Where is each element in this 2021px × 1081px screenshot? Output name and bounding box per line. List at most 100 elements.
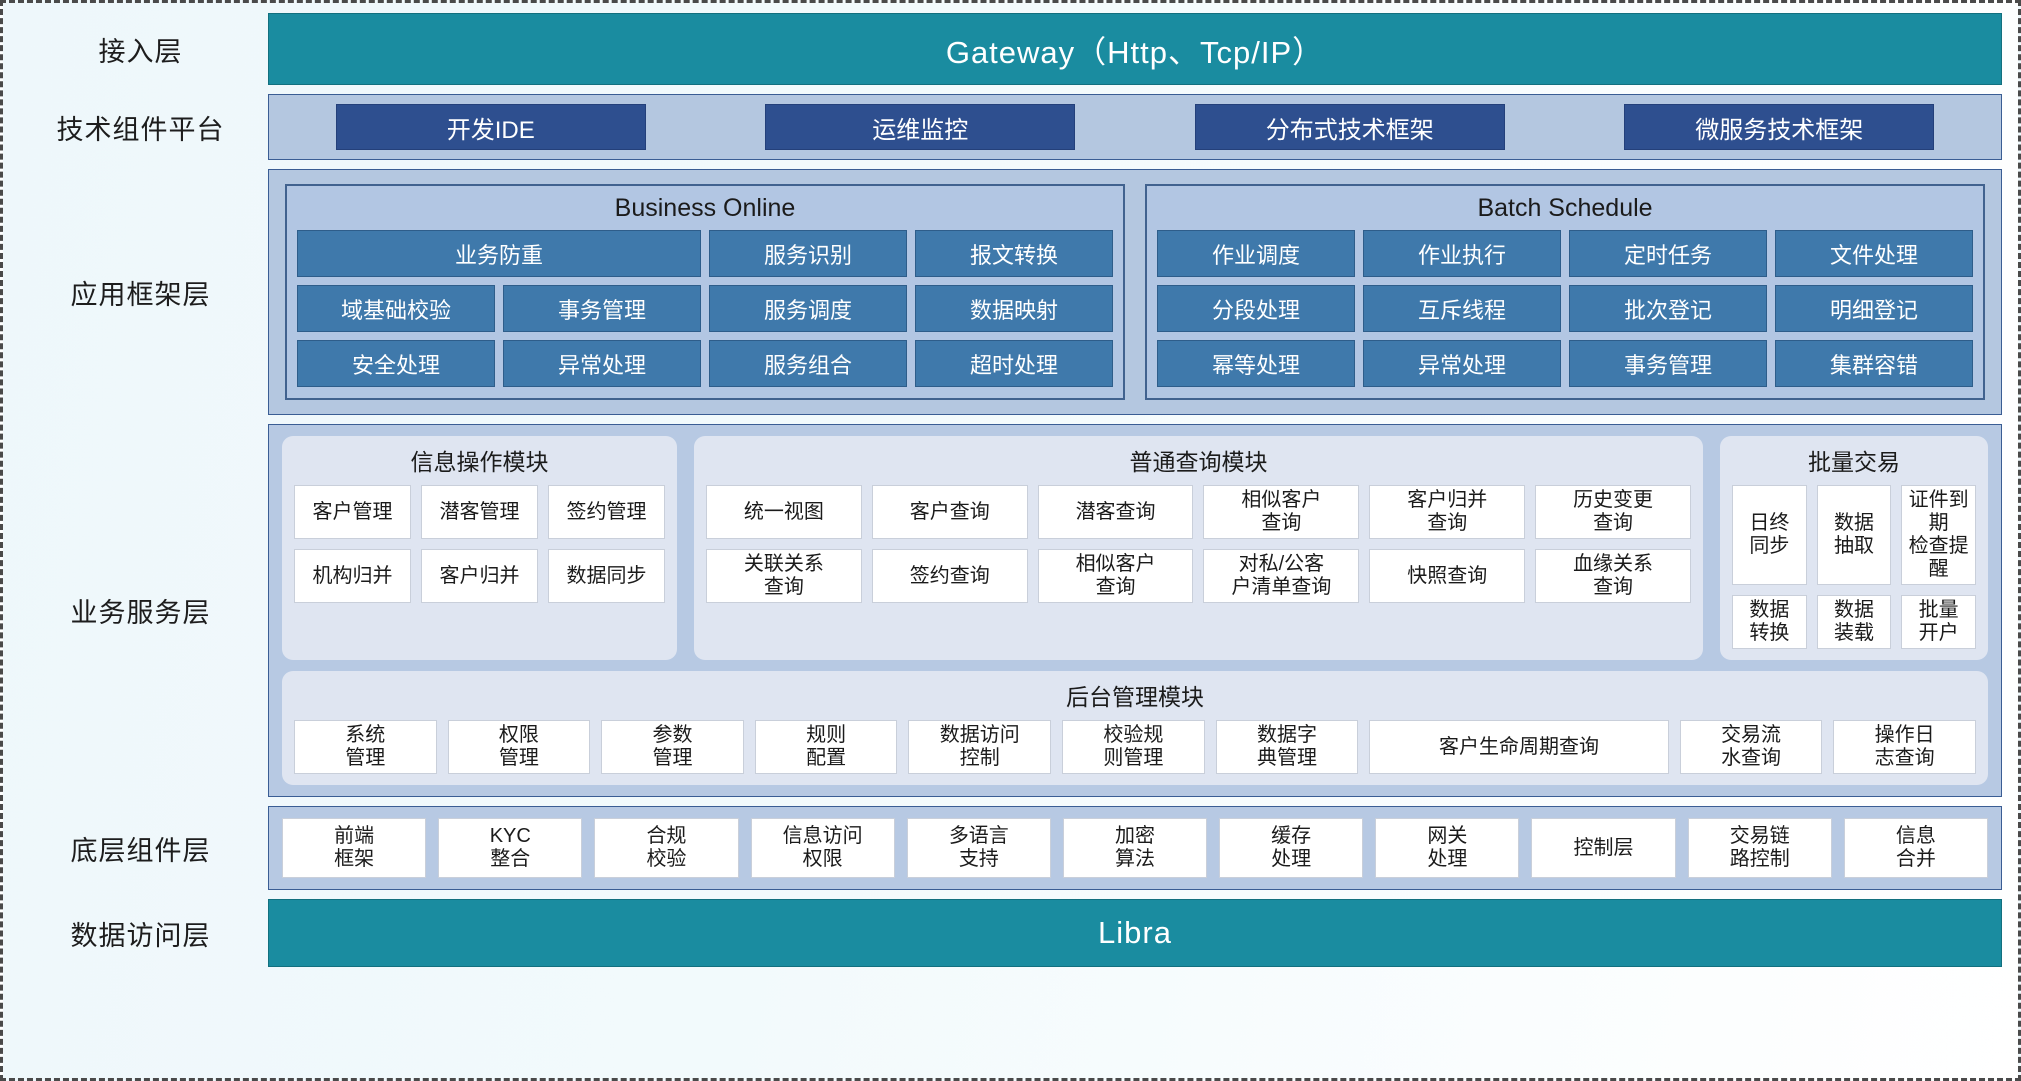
cell-bs-4[interactable]: 分段处理 bbox=[1157, 285, 1355, 332]
cell-base-0[interactable]: 前端框架 bbox=[282, 818, 427, 878]
cell-bo-1[interactable]: 服务识别 bbox=[709, 230, 907, 277]
layer-label-base-component: 底层组件层 bbox=[70, 835, 211, 866]
cell-base-2[interactable]: 合规校验 bbox=[594, 818, 739, 878]
cell-query-6[interactable]: 关联关系查询 bbox=[706, 549, 862, 603]
cell-base-9[interactable]: 交易链路控制 bbox=[1687, 818, 1832, 878]
cell-info-2[interactable]: 签约管理 bbox=[548, 485, 665, 539]
cell-bo-2[interactable]: 报文转换 bbox=[915, 230, 1113, 277]
layer-row-app-framework: 应用框架层 Business Online 业务防重 服务识别 报文转换 域基础… bbox=[13, 169, 2002, 415]
cell-base-6[interactable]: 缓存处理 bbox=[1219, 818, 1364, 878]
layer-body-app-framework: Business Online 业务防重 服务识别 报文转换 域基础校验 事务管… bbox=[268, 169, 2002, 415]
cell-batch-5[interactable]: 批量开户 bbox=[1901, 595, 1976, 649]
cell-admin-5[interactable]: 校验规则管理 bbox=[1062, 720, 1205, 774]
cell-admin-9[interactable]: 操作日志查询 bbox=[1833, 720, 1976, 774]
business-service-band: 信息操作模块 客户管理 潜客管理 签约管理 机构归并 客户归并 数据同步 普通查… bbox=[268, 424, 2002, 797]
cell-bs-7[interactable]: 明细登记 bbox=[1775, 285, 1973, 332]
cell-bo-8[interactable]: 异常处理 bbox=[503, 340, 701, 387]
cell-base-8[interactable]: 控制层 bbox=[1531, 818, 1676, 878]
cell-query-8[interactable]: 相似客户查询 bbox=[1037, 549, 1194, 603]
cell-info-5[interactable]: 数据同步 bbox=[548, 549, 665, 603]
cell-base-3[interactable]: 信息访问权限 bbox=[750, 818, 895, 878]
cell-batch-2[interactable]: 证件到期检查提醒 bbox=[1901, 485, 1976, 585]
cell-info-1[interactable]: 潜客管理 bbox=[421, 485, 538, 539]
tech-chip-ide[interactable]: 开发IDE bbox=[335, 104, 646, 150]
cell-bs-3[interactable]: 文件处理 bbox=[1775, 230, 1973, 277]
cell-admin-0[interactable]: 系统管理 bbox=[294, 720, 437, 774]
cell-bo-10[interactable]: 超时处理 bbox=[915, 340, 1113, 387]
module-info-operation: 信息操作模块 客户管理 潜客管理 签约管理 机构归并 客户归并 数据同步 bbox=[282, 436, 677, 660]
cell-info-4[interactable]: 客户归并 bbox=[421, 549, 538, 603]
cell-base-4[interactable]: 多语言支持 bbox=[906, 818, 1051, 878]
tech-chip-distributed-framework[interactable]: 分布式技术框架 bbox=[1194, 104, 1505, 150]
cell-bs-11[interactable]: 集群容错 bbox=[1775, 340, 1973, 387]
cell-admin-4[interactable]: 数据访问控制 bbox=[908, 720, 1052, 774]
gateway-bar[interactable]: Gateway（Http、Tcp/IP） bbox=[268, 13, 2002, 85]
grid-common-query: 统一视图 客户查询 潜客查询 相似客户查询 客户归并查询 历史变更查询 关联关系… bbox=[706, 485, 1691, 603]
layer-row-access: 接入层 Gateway（Http、Tcp/IP） bbox=[13, 13, 2002, 85]
cell-bs-8[interactable]: 幂等处理 bbox=[1157, 340, 1355, 387]
cell-query-2[interactable]: 潜客查询 bbox=[1037, 485, 1194, 539]
cell-bo-4[interactable]: 事务管理 bbox=[503, 285, 701, 332]
cell-bs-10[interactable]: 事务管理 bbox=[1569, 340, 1767, 387]
cell-query-7[interactable]: 签约查询 bbox=[871, 549, 1028, 603]
cell-query-3[interactable]: 相似客户查询 bbox=[1203, 485, 1360, 539]
cell-bo-6[interactable]: 数据映射 bbox=[915, 285, 1113, 332]
grid-info-operation: 客户管理 潜客管理 签约管理 机构归并 客户归并 数据同步 bbox=[294, 485, 665, 603]
cell-admin-6[interactable]: 数据字典管理 bbox=[1215, 720, 1359, 774]
layer-row-data-access: 数据访问层 Libra bbox=[13, 899, 2002, 967]
cell-base-7[interactable]: 网关处理 bbox=[1375, 818, 1520, 878]
tech-chip-microservice-framework[interactable]: 微服务技术框架 bbox=[1624, 104, 1935, 150]
cell-admin-2[interactable]: 参数管理 bbox=[601, 720, 744, 774]
cell-query-9[interactable]: 对私/公客户清单查询 bbox=[1203, 549, 1360, 603]
grid-batch-schedule: 作业调度 作业执行 定时任务 文件处理 分段处理 互斥线程 批次登记 明细登记 … bbox=[1157, 230, 1973, 387]
cell-query-1[interactable]: 客户查询 bbox=[871, 485, 1028, 539]
layer-label-tech-platform: 技术组件平台 bbox=[56, 114, 225, 145]
cell-admin-8[interactable]: 交易流水查询 bbox=[1679, 720, 1823, 774]
cell-bs-0[interactable]: 作业调度 bbox=[1157, 230, 1355, 277]
cell-query-11[interactable]: 血缘关系查询 bbox=[1535, 549, 1691, 603]
cell-base-10[interactable]: 信息合并 bbox=[1843, 818, 1988, 878]
cell-bo-5[interactable]: 服务调度 bbox=[709, 285, 907, 332]
cell-batch-0[interactable]: 日终同步 bbox=[1732, 485, 1807, 585]
panel-business-online: Business Online 业务防重 服务识别 报文转换 域基础校验 事务管… bbox=[285, 184, 1125, 400]
cell-batch-4[interactable]: 数据装载 bbox=[1816, 595, 1892, 649]
panel-batch-schedule: Batch Schedule 作业调度 作业执行 定时任务 文件处理 分段处理 … bbox=[1145, 184, 1985, 400]
layer-row-business-service: 业务服务层 信息操作模块 客户管理 潜客管理 签约管理 机构归并 客户归并 数据… bbox=[13, 424, 2002, 797]
cell-bo-3[interactable]: 域基础校验 bbox=[297, 285, 495, 332]
cell-bs-6[interactable]: 批次登记 bbox=[1569, 285, 1767, 332]
cell-base-5[interactable]: 加密算法 bbox=[1062, 818, 1208, 878]
cell-query-0[interactable]: 统一视图 bbox=[706, 485, 862, 539]
cell-batch-1[interactable]: 数据抽取 bbox=[1816, 485, 1892, 585]
module-title-info-operation: 信息操作模块 bbox=[410, 449, 549, 475]
cell-bs-9[interactable]: 异常处理 bbox=[1363, 340, 1561, 387]
panel-title-batch-schedule: Batch Schedule bbox=[1477, 194, 1653, 222]
cell-bo-7[interactable]: 安全处理 bbox=[297, 340, 495, 387]
cell-bo-9[interactable]: 服务组合 bbox=[709, 340, 907, 387]
cell-bs-2[interactable]: 定时任务 bbox=[1569, 230, 1767, 277]
libra-bar[interactable]: Libra bbox=[268, 899, 2002, 967]
module-title-admin-management: 后台管理模块 bbox=[1066, 684, 1204, 710]
grid-admin-management: 系统管理 权限管理 参数管理 规则配置 数据访问控制 校验规则管理 数据字典管理… bbox=[294, 720, 1976, 774]
tech-chip-ops-monitor[interactable]: 运维监控 bbox=[765, 104, 1076, 150]
cell-admin-7[interactable]: 客户生命周期查询 bbox=[1369, 720, 1669, 774]
cell-query-10[interactable]: 快照查询 bbox=[1369, 549, 1526, 603]
layer-label-access: 接入层 bbox=[98, 36, 183, 67]
layer-label-data-access: 数据访问层 bbox=[70, 920, 211, 951]
layer-label-app-framework: 应用框架层 bbox=[70, 279, 211, 310]
grid-batch-transaction: 日终同步 数据抽取 证件到期检查提醒 数据转换 数据装载 批量开户 bbox=[1732, 485, 1976, 649]
cell-info-0[interactable]: 客户管理 bbox=[294, 485, 411, 539]
cell-bs-5[interactable]: 互斥线程 bbox=[1363, 285, 1561, 332]
cell-bs-1[interactable]: 作业执行 bbox=[1363, 230, 1561, 277]
cell-query-4[interactable]: 客户归并查询 bbox=[1369, 485, 1526, 539]
business-service-modules: 信息操作模块 客户管理 潜客管理 签约管理 机构归并 客户归并 数据同步 普通查… bbox=[282, 436, 1988, 660]
cell-batch-3[interactable]: 数据转换 bbox=[1732, 595, 1807, 649]
cell-info-3[interactable]: 机构归并 bbox=[294, 549, 411, 603]
cell-bo-0[interactable]: 业务防重 bbox=[297, 230, 701, 277]
cell-query-5[interactable]: 历史变更查询 bbox=[1535, 485, 1691, 539]
cell-admin-1[interactable]: 权限管理 bbox=[447, 720, 591, 774]
cell-admin-3[interactable]: 规则配置 bbox=[754, 720, 898, 774]
